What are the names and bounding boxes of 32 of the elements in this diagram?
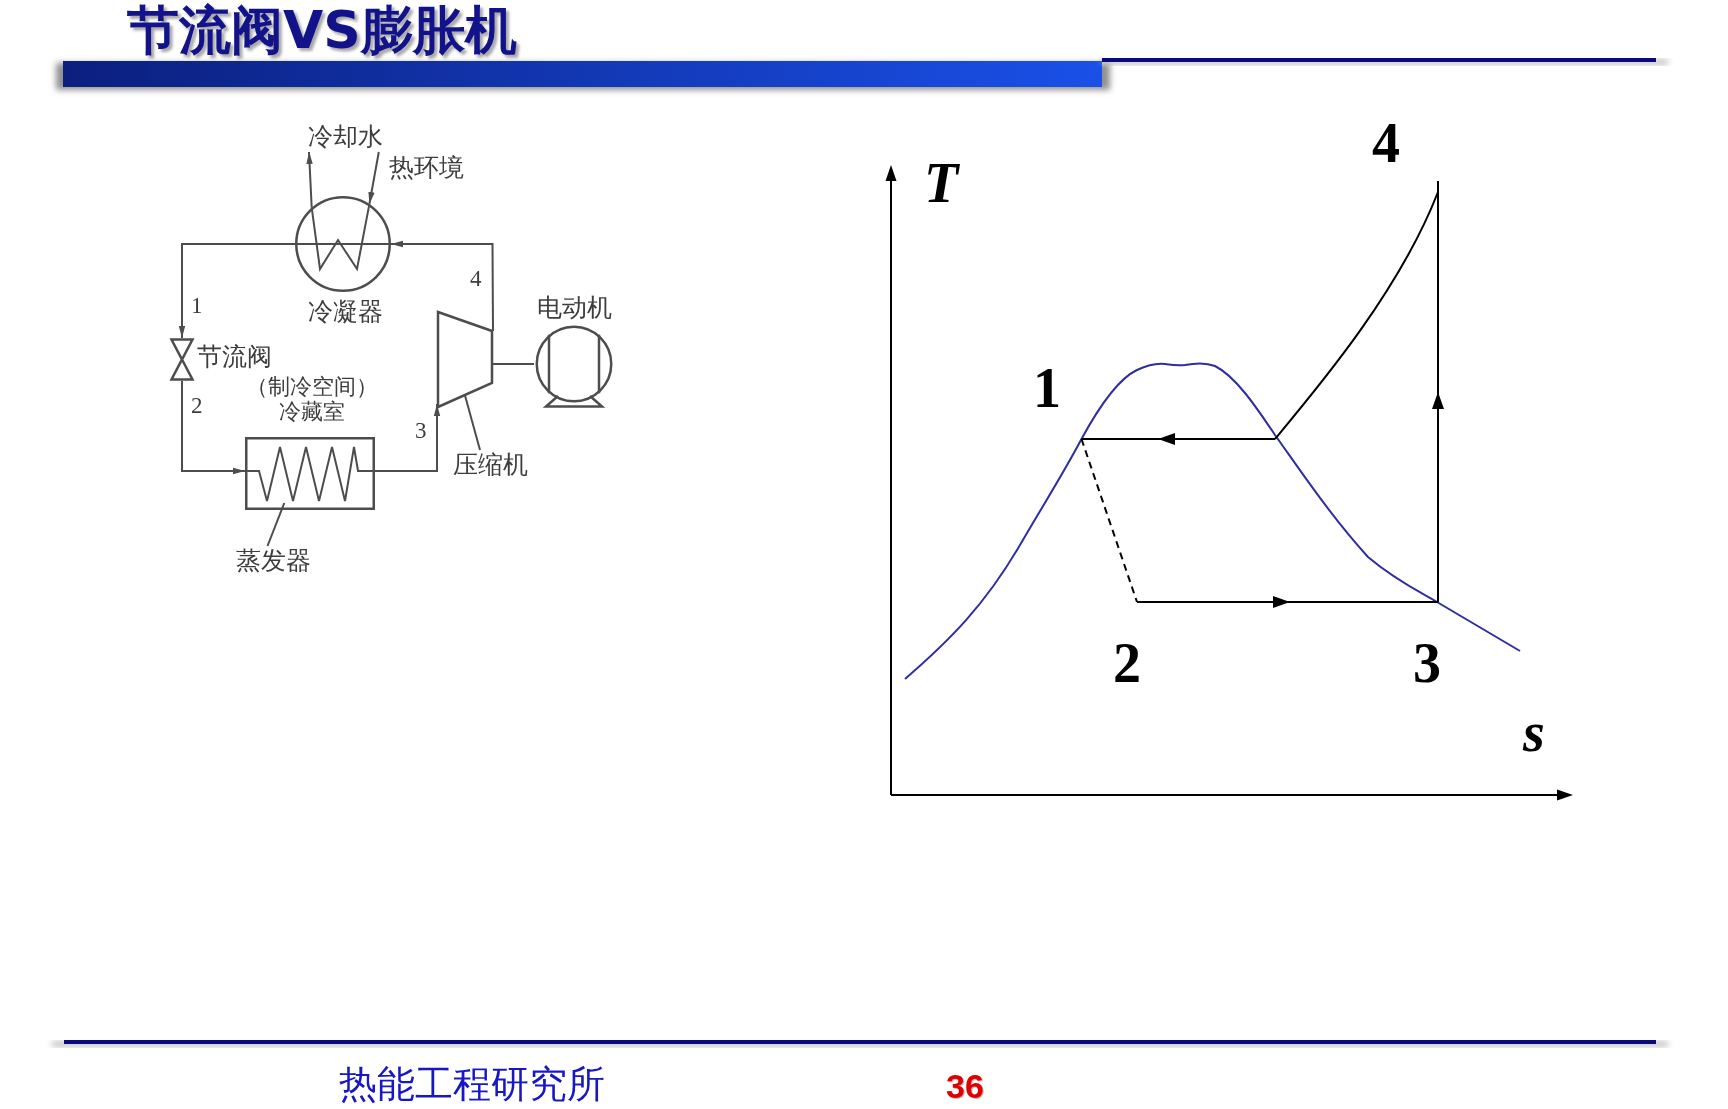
pipe-arrow (390, 240, 494, 332)
compressor-symbol (437, 311, 493, 408)
flow-label: 热环境 (389, 153, 464, 183)
part-label: （制冷空间）冷藏室 (245, 374, 379, 425)
institute-name: 热能工程研究所 (339, 1062, 605, 1106)
valve-symbol (170, 338, 194, 381)
condenser-symbol (295, 196, 391, 292)
page-number: 36 (946, 1066, 984, 1106)
pipe-arrow (181, 380, 246, 475)
shaft-line (492, 363, 535, 365)
stream-label: 冷却水 (307, 122, 383, 152)
state-number: 4 (1372, 115, 1400, 171)
part-label: 电动机 (536, 293, 612, 323)
pipe-arrow (178, 243, 296, 339)
water-arrow (368, 151, 380, 205)
part-label: 节流阀 (197, 342, 272, 372)
state-number: 2 (1113, 635, 1141, 691)
part-label: 冷凝器 (307, 297, 383, 327)
part-label: 压缩机 (452, 450, 528, 480)
motor-symbol (534, 325, 614, 408)
chamber-outline (245, 437, 375, 510)
pipe-arrow (374, 403, 441, 472)
water-arrow (306, 151, 313, 209)
slide-title: 节流阀VS膨胀机 (127, 0, 517, 60)
axis-label: s (1523, 704, 1545, 760)
axis-label: T (924, 155, 959, 211)
state-number: 3 (1413, 635, 1441, 691)
state-number: 1 (1033, 360, 1061, 416)
leader-line (464, 394, 481, 451)
coil-symbol (255, 445, 363, 503)
part-label: 蒸发器 (235, 546, 311, 576)
leader-line (266, 502, 286, 547)
